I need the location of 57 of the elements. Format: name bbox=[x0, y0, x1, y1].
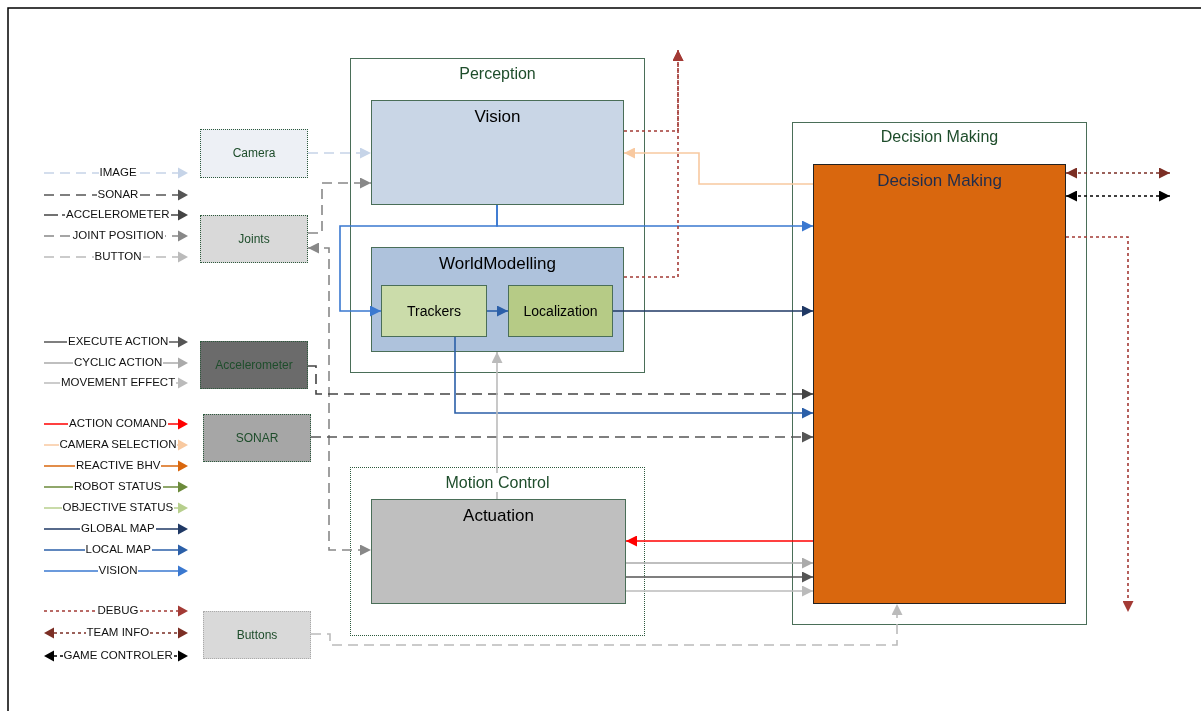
arrow bbox=[625, 585, 814, 597]
module-title: Motion Control bbox=[443, 473, 552, 492]
legend-label: CYCLIC ACTION bbox=[73, 356, 164, 369]
arrow bbox=[307, 365, 814, 400]
arrow bbox=[307, 177, 372, 234]
module-box bbox=[371, 247, 624, 352]
module-title: Decision Making bbox=[875, 171, 1004, 191]
arrow bbox=[625, 571, 814, 583]
legend-label: GLOBAL MAP bbox=[80, 522, 156, 535]
legend-label: JOINT POSITION bbox=[71, 229, 165, 242]
module-box bbox=[371, 100, 624, 205]
arrow bbox=[1065, 190, 1171, 202]
arrow bbox=[486, 305, 509, 317]
arrow bbox=[307, 242, 372, 556]
module-container bbox=[350, 467, 645, 636]
module-container bbox=[792, 122, 1087, 625]
arrow bbox=[1065, 236, 1134, 613]
legend-label: IMAGE bbox=[98, 166, 138, 179]
legend-label: GAME CONTROLER bbox=[62, 649, 174, 662]
arrow bbox=[339, 204, 498, 317]
submodule-box bbox=[381, 285, 487, 337]
legend-label: REACTIVE BHV bbox=[75, 459, 162, 472]
legend-label: BUTTON bbox=[93, 250, 143, 263]
legend-label: SONAR bbox=[96, 188, 140, 201]
arrow bbox=[623, 147, 814, 185]
legend-label: DEBUG bbox=[96, 604, 140, 617]
legend-label: ROBOT STATUS bbox=[73, 480, 163, 493]
arrow bbox=[491, 351, 503, 500]
module-title: WorldModelling bbox=[437, 254, 558, 274]
arrow bbox=[310, 431, 814, 443]
arrow bbox=[625, 557, 814, 569]
legend-label: EXECUTE ACTION bbox=[67, 335, 170, 348]
component-box bbox=[203, 414, 311, 462]
arrow bbox=[454, 336, 814, 419]
legend-label: CAMERA SELECTION bbox=[58, 438, 178, 451]
arrow bbox=[310, 603, 903, 646]
arrow bbox=[1065, 167, 1171, 179]
arrow bbox=[625, 535, 814, 547]
legend-label: OBJECTIVE STATUS bbox=[61, 501, 175, 514]
legend-label: TEAM INFO bbox=[85, 626, 151, 639]
module-container bbox=[350, 58, 645, 373]
module-title: Perception bbox=[457, 64, 538, 83]
component-box bbox=[200, 341, 308, 389]
module-box bbox=[371, 499, 626, 604]
component-box bbox=[203, 611, 311, 659]
component-box bbox=[200, 215, 308, 263]
legend-label: ACTION COMAND bbox=[68, 417, 168, 430]
legend-label: ACCELEROMETER bbox=[65, 208, 171, 221]
arrow bbox=[623, 49, 684, 278]
legend-label: VISION bbox=[97, 564, 139, 577]
legend-label: LOCAL MAP bbox=[84, 543, 152, 556]
arrow bbox=[612, 305, 814, 317]
legend-label: MOVEMENT EFFECT bbox=[60, 376, 177, 389]
module-box bbox=[813, 164, 1066, 604]
arrow bbox=[307, 147, 372, 159]
submodule-box bbox=[508, 285, 613, 337]
component-box bbox=[200, 129, 308, 178]
